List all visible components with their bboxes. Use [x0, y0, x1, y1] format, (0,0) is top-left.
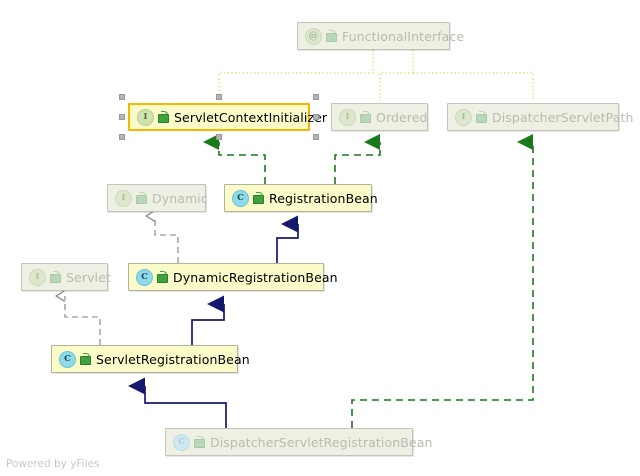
- node-label: ServletRegistrationBean: [96, 351, 250, 367]
- unlocked-public-icon: [157, 111, 169, 123]
- unlocked-public-icon: [135, 192, 147, 204]
- resize-handle[interactable]: [313, 134, 319, 140]
- node-servletregistrationbean[interactable]: C ServletRegistrationBean: [51, 345, 250, 373]
- resize-handle[interactable]: [119, 94, 125, 100]
- class-icon: C: [173, 433, 190, 451]
- interface-icon: I: [115, 189, 132, 207]
- resize-handle[interactable]: [313, 114, 319, 120]
- edge-extends-dynamicregistrationbean-registrationbean[interactable]: [276, 215, 299, 263]
- node-label: RegistrationBean: [269, 190, 378, 206]
- interface-icon: I: [137, 108, 154, 126]
- node-dynamicregistrationbean[interactable]: C DynamicRegistrationBean: [128, 263, 338, 291]
- unlocked-public-icon: [475, 111, 487, 123]
- node-label: DynamicRegistrationBean: [173, 269, 338, 285]
- resize-handle[interactable]: [313, 94, 319, 100]
- node-registrationbean[interactable]: C RegistrationBean: [224, 184, 378, 212]
- annotation-icon: @: [305, 27, 322, 45]
- edge-annotation-servletcontextinitializer[interactable]: [218, 50, 374, 101]
- node-dispatcherservletpath[interactable]: I DispatcherServletPath: [447, 103, 633, 131]
- node-label: Dynamic: [152, 190, 208, 206]
- resize-handle[interactable]: [216, 94, 222, 100]
- class-icon: C: [59, 350, 76, 368]
- unlocked-public-icon: [193, 436, 205, 448]
- edge-implements-registrationbean-servletcontextinitializer[interactable]: [203, 134, 266, 184]
- edge-annotation-ordered[interactable]: [379, 50, 414, 101]
- node-dynamic[interactable]: I Dynamic: [107, 184, 208, 212]
- edge-annotation-dispatcherservletpath[interactable]: [413, 72, 534, 101]
- node-label: Ordered: [376, 109, 428, 125]
- node-dispatcherservletregistrationbean[interactable]: C DispatcherServletRegistrationBean: [165, 428, 432, 456]
- unlocked-public-icon: [79, 353, 91, 365]
- yfiles-watermark: Powered by yFiles: [6, 458, 100, 470]
- unlocked-public-icon: [252, 192, 264, 204]
- edge-implements-dispatcherservletregistrationbean-dispatcherservletpath[interactable]: [351, 134, 534, 428]
- node-label: FunctionalInterface: [342, 28, 465, 44]
- resize-handle[interactable]: [119, 134, 125, 140]
- unlocked-public-icon: [325, 30, 337, 42]
- node-ordered[interactable]: I Ordered: [331, 103, 428, 131]
- node-functionalinterface[interactable]: @ FunctionalInterface: [297, 22, 464, 50]
- interface-icon: I: [29, 268, 46, 286]
- interface-icon: I: [455, 108, 472, 126]
- node-label: DispatcherServletRegistrationBean: [210, 434, 433, 450]
- node-label: ServletContextInitializer: [174, 109, 328, 125]
- edge-implements-registrationbean-ordered[interactable]: [334, 134, 381, 184]
- node-servlet[interactable]: I Servlet: [21, 263, 111, 291]
- unlocked-public-icon: [49, 271, 61, 283]
- class-icon: C: [232, 189, 249, 207]
- node-label: DispatcherServletPath: [492, 109, 634, 125]
- edge-dependency-dynamicregistrationbean-dynamic[interactable]: [145, 209, 179, 263]
- node-servletcontextinitializer[interactable]: I ServletContextInitializer: [128, 103, 327, 131]
- interface-icon: I: [339, 108, 356, 126]
- node-label: Servlet: [66, 269, 111, 285]
- edge-extends-servletregistrationbean-dynamicregistrationbean[interactable]: [191, 295, 225, 345]
- edge-extends-dispatcherservletregistrationbean-servletregistrationbean[interactable]: [128, 377, 227, 428]
- edge-dependency-servletregistrationbean-servlet[interactable]: [55, 289, 101, 345]
- class-icon: C: [136, 268, 153, 286]
- resize-handle[interactable]: [119, 114, 125, 120]
- unlocked-public-icon: [156, 271, 168, 283]
- resize-handle[interactable]: [216, 134, 222, 140]
- unlocked-public-icon: [359, 111, 371, 123]
